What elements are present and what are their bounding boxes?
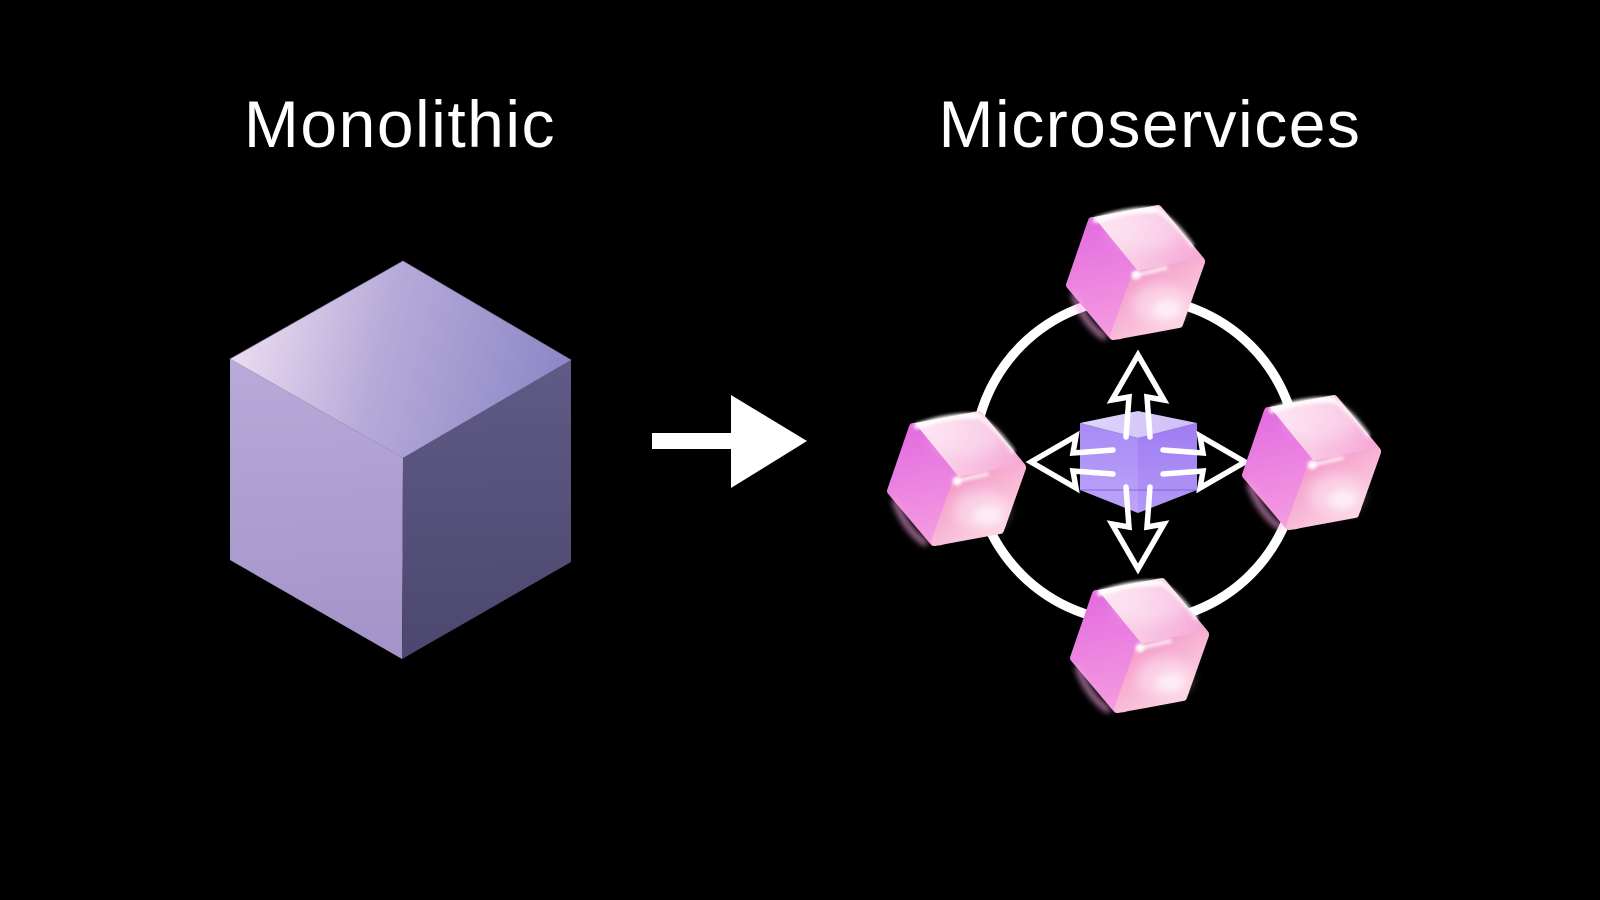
microservices-title: Microservices: [938, 87, 1362, 161]
monolith-cube-icon: [228, 260, 572, 659]
transform-arrow-icon: [652, 395, 807, 488]
monolithic-title: Monolithic: [243, 87, 557, 161]
microservices-diagram: [891, 207, 1378, 713]
core-cube-icon: [1080, 411, 1197, 513]
